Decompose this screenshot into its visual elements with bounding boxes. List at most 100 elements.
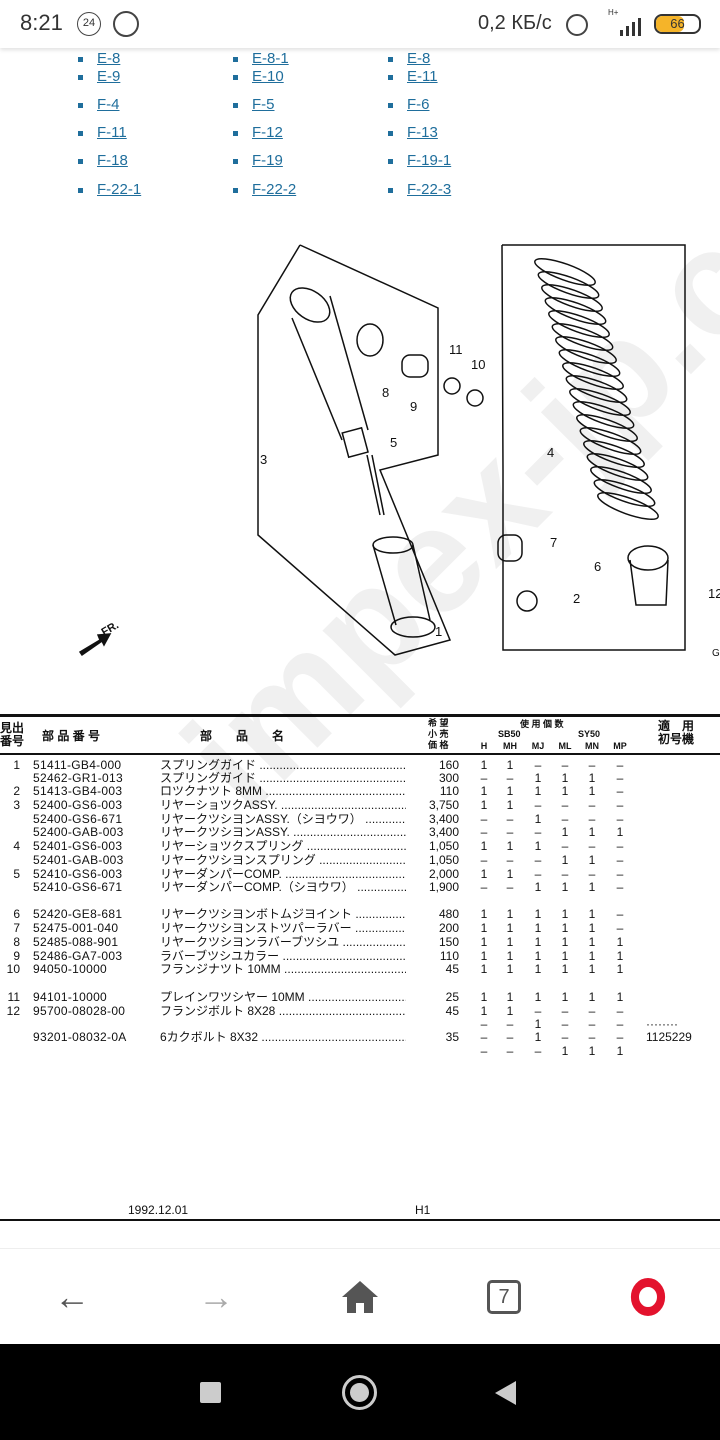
section-link[interactable]: F-5: [252, 96, 275, 113]
bullet-icon: [388, 75, 393, 80]
forward-button[interactable]: →: [196, 1276, 236, 1317]
qty-cell: –: [616, 880, 624, 894]
ref-number: 2: [13, 784, 20, 798]
header-col-mp: MP: [613, 741, 627, 751]
home-button[interactable]: [340, 1277, 380, 1317]
section-link[interactable]: E-10: [252, 68, 284, 85]
qty-cell: –: [480, 1017, 488, 1031]
qty-cell: –: [588, 1017, 596, 1031]
qty-cell: –: [616, 839, 624, 853]
qty-cell: 1: [480, 1004, 488, 1018]
header-part-no: 部 品 番 号: [42, 729, 101, 743]
qty-cell: –: [616, 921, 624, 935]
qty-cell: 1: [588, 853, 596, 867]
qty-cell: 1: [506, 798, 514, 812]
qty-cell: 1: [506, 935, 514, 949]
section-link[interactable]: F-18: [97, 152, 128, 169]
shock-absorber-diagram: 1 2 3 4 5 6 7 8 9 10 11 12 FR. G: [78, 244, 720, 659]
section-link[interactable]: F-19-1: [407, 152, 452, 169]
price: 480: [438, 907, 459, 921]
part-name: フランジボルト 8X28: [160, 1004, 406, 1018]
bullet-icon: [233, 188, 238, 193]
browser-bottom-bar: ← → 7: [0, 1248, 720, 1344]
callout-11: 11: [449, 342, 463, 357]
spring-guide-part: [372, 536, 436, 638]
qty-cell: 1: [561, 935, 569, 949]
back-system-button[interactable]: [495, 1381, 516, 1405]
ref-number: 10: [6, 962, 20, 976]
qty-cell: 1: [588, 990, 596, 1004]
opera-menu-button[interactable]: [628, 1277, 668, 1317]
serial-number: ········: [646, 1017, 678, 1031]
price: 300: [438, 771, 459, 785]
qty-cell: 1: [506, 962, 514, 976]
section-link[interactable]: E-8: [97, 50, 121, 67]
section-link[interactable]: F-19: [252, 152, 283, 169]
part-name: リヤーショツクASSY.: [160, 798, 406, 812]
callout-3: 3: [260, 452, 267, 467]
qty-cell: 1: [561, 853, 569, 867]
ref-number: 12: [6, 1004, 20, 1018]
section-link[interactable]: F-11: [97, 124, 127, 141]
qty-cell: 1: [534, 880, 542, 894]
part-name: リヤークツシヨンラバーブツシユ: [160, 935, 406, 949]
header-applicable: 適 用 初号機: [658, 719, 695, 746]
qty-cell: 1: [506, 990, 514, 1004]
tabs-button[interactable]: 7: [484, 1277, 524, 1317]
section-link[interactable]: E-11: [407, 68, 438, 85]
section-link[interactable]: F-22-3: [407, 181, 452, 198]
table-row: 7 52475-001-040リヤークツシヨンストツパーラバー20011111–: [0, 921, 720, 935]
qty-cell: 1: [534, 1030, 542, 1044]
bullet-icon: [388, 131, 393, 136]
section-link[interactable]: E-8-1: [252, 50, 289, 67]
section-link[interactable]: F-22-1: [97, 181, 142, 198]
qty-cell: 1: [588, 771, 596, 785]
qty-cell: 1: [561, 921, 569, 935]
bullet-icon: [78, 159, 83, 164]
callout-6: 6: [594, 559, 601, 574]
qty-cell: 1: [588, 825, 596, 839]
qty-cell: –: [480, 812, 488, 826]
callout-9: 9: [410, 399, 417, 414]
qty-cell: –: [534, 1044, 542, 1058]
table-row: 9 52486-GA7-003ラバーブツシユカラー110111111: [0, 949, 720, 963]
part-number: 52486-GA7-003: [33, 949, 123, 963]
callout-2: 2: [573, 591, 580, 606]
part-number: 94050-10000: [33, 962, 108, 976]
qty-cell: –: [616, 758, 624, 772]
section-link[interactable]: F-12: [252, 124, 283, 141]
table-row: 52401-GAB-003リヤークツシヨンスプリング1,050–––11–: [0, 853, 720, 867]
qty-cell: 1: [616, 825, 624, 839]
back-button[interactable]: ←: [52, 1276, 92, 1317]
section-link[interactable]: F-22-2: [252, 181, 297, 198]
tabs-count: 7: [487, 1280, 521, 1314]
part-number: 52420-GE8-681: [33, 907, 123, 921]
qty-cell: 1: [534, 962, 542, 976]
qty-cell: 1: [480, 839, 488, 853]
qty-cell: –: [616, 812, 624, 826]
qty-cell: 1: [534, 812, 542, 826]
section-link[interactable]: F-4: [97, 96, 120, 113]
qty-cell: 1: [534, 949, 542, 963]
qty-cell: 1: [588, 907, 596, 921]
part-number: 52401-GAB-003: [33, 853, 124, 867]
table-row: 52410-GS6-671リヤーダンパーCOMP.（シヨウワ）1,900––11…: [0, 880, 720, 894]
recents-button[interactable]: [200, 1382, 221, 1403]
home-system-button[interactable]: [342, 1375, 377, 1410]
section-link[interactable]: F-13: [407, 124, 438, 141]
network-speed: 0,2 КБ/с: [478, 12, 552, 34]
callout-10: 10: [471, 357, 485, 372]
section-link[interactable]: E-9: [97, 68, 121, 85]
whatsapp-icon: [113, 11, 139, 37]
part-number: 93201-08032-0A: [33, 1030, 127, 1044]
qty-cell: 1: [506, 907, 514, 921]
qty-cell: 1: [561, 784, 569, 798]
qty-cell: 1: [480, 962, 488, 976]
part-name: リヤークツシヨンASSY.（シヨウワ）: [160, 812, 406, 826]
callout-12: 12: [708, 586, 720, 601]
section-link[interactable]: E-8: [407, 50, 431, 67]
section-link[interactable]: F-6: [407, 96, 430, 113]
